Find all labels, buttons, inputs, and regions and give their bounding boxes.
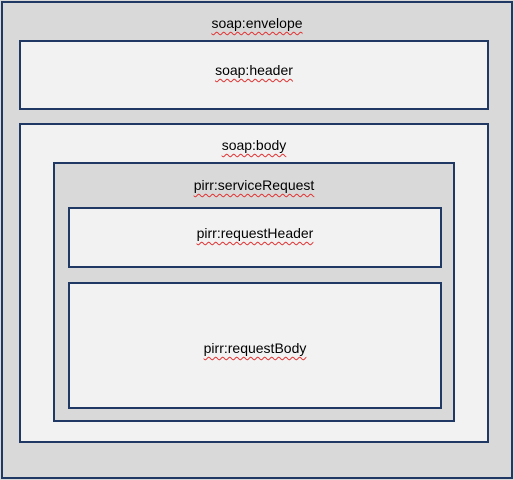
request-header-box: pirr:requestHeader xyxy=(68,207,442,268)
soap-body-label: soap:body xyxy=(21,137,487,153)
request-header-text: pirr:requestHeader xyxy=(196,225,314,241)
soap-body-text: soap:body xyxy=(221,137,287,153)
soap-envelope-text: soap:envelope xyxy=(211,15,303,31)
request-header-label: pirr:requestHeader xyxy=(70,225,440,241)
soap-header-text: soap:header xyxy=(215,62,293,78)
service-request-label: pirr:serviceRequest xyxy=(55,177,453,193)
service-request-text: pirr:serviceRequest xyxy=(193,177,315,193)
soap-header-label: soap:header xyxy=(21,62,487,78)
soap-header-box: soap:header xyxy=(19,40,489,110)
request-body-box: pirr:requestBody xyxy=(68,282,442,409)
soap-envelope-label: soap:envelope xyxy=(1,15,513,31)
request-body-label: pirr:requestBody xyxy=(70,340,440,356)
request-body-text: pirr:requestBody xyxy=(203,340,307,356)
